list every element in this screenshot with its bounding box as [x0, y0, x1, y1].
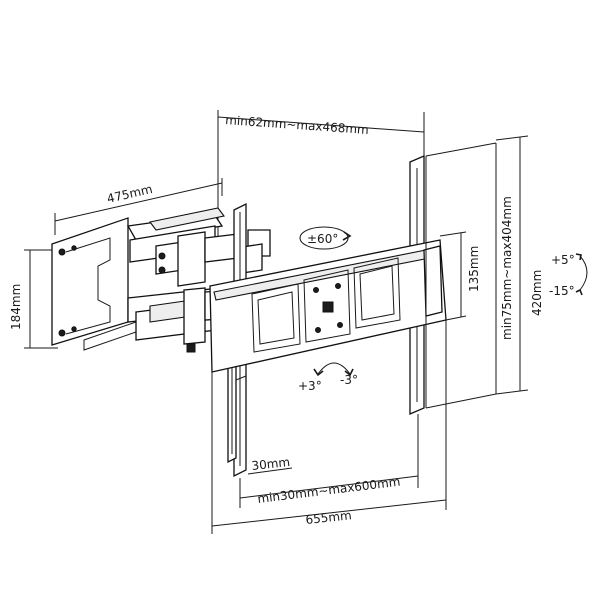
- level-minus-label: -3°: [340, 373, 358, 387]
- hook-min-dimension: 30mm: [247, 455, 293, 475]
- overall-width-dimension: 655mm: [211, 320, 447, 534]
- horizontal-spacing-label: min30mm~max600mm: [257, 475, 401, 506]
- overall-height-label: 420mm: [530, 270, 544, 316]
- level-adjust-indicator: +3° -3°: [298, 362, 358, 393]
- wall-plate: [51, 217, 137, 351]
- vertical-spacing-label: min75mm~max404mm: [500, 196, 514, 340]
- overall-height-dimension: 420mm: [495, 135, 544, 395]
- wall-plate-height-label: 184mm: [9, 284, 23, 330]
- center-height-label: 135mm: [467, 246, 481, 292]
- overall-width-label: 655mm: [305, 508, 353, 527]
- top-width-dimension: min62mm~max468mm: [217, 110, 425, 240]
- wall-plate-height-dimension: 184mm: [9, 249, 58, 349]
- tilt-down-label: -15°: [549, 284, 575, 298]
- top-width-label: min62mm~max468mm: [225, 113, 369, 137]
- tv-plate: [209, 239, 447, 373]
- tilt-indicator: +5° -15°: [549, 253, 588, 298]
- hook-min-label: 30mm: [251, 455, 291, 473]
- vertical-spacing-dimension: min75mm~max404mm: [425, 142, 514, 409]
- level-plus-label: +3°: [298, 379, 322, 393]
- tilt-up-label: +5°: [551, 253, 575, 267]
- swivel-indicator: ±60°: [299, 226, 352, 250]
- center-height-dimension: 135mm: [439, 231, 481, 321]
- arm-depth-label: 475mm: [106, 182, 154, 206]
- swivel-label: ±60°: [307, 232, 338, 246]
